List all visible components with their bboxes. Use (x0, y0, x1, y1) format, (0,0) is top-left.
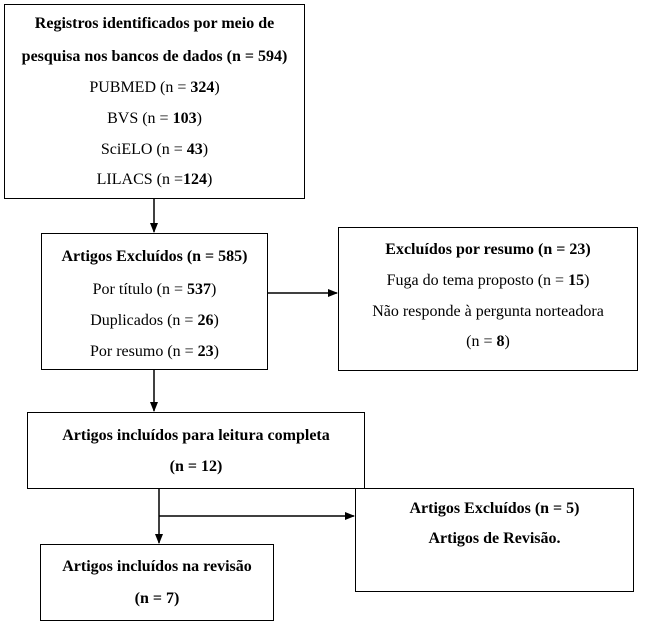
excluded-abstract-off-topic: Fuga do tema proposto (n = 15) (386, 272, 590, 289)
included-in-review-box: Artigos incluídos na revisão (n = 7) (40, 544, 274, 621)
excluded-abstract-title: Excluídos por resumo (n = 23) (385, 241, 591, 258)
identified-item-lilacs: LILACS (n =124) (96, 171, 213, 188)
identified-title-line1: Registros identificados por meio de (34, 15, 275, 32)
excluded-title: Artigos Excluídos (n = 585) (61, 248, 248, 265)
identified-title-line2: pesquisa nos bancos de dados (n = 594) (21, 48, 288, 65)
full-reading-box: Artigos incluídos para leitura completa … (27, 412, 365, 489)
excluded-articles-box: Artigos Excluídos (n = 585) Por título (… (41, 233, 268, 370)
full-reading-count: (n = 12) (169, 458, 223, 475)
excluded-item-abstract: Por resumo (n = 23) (89, 343, 219, 360)
identified-item-pubmed: PUBMED (n = 324) (89, 79, 220, 96)
excluded-review-title: Artigos Excluídos (n = 5) (409, 500, 580, 517)
included-review-count: (n = 7) (134, 590, 180, 607)
excluded-item-title: Por título (n = 537) (92, 281, 217, 298)
full-reading-line1: Artigos incluídos para leitura completa (62, 427, 330, 444)
included-review-line1: Artigos incluídos na revisão (62, 558, 252, 575)
excluded-by-abstract-box: Excluídos por resumo (n = 23) Fuga do te… (338, 227, 638, 371)
excluded-abstract-count: (n = 8) (466, 333, 510, 350)
excluded-review-reason: Artigos de Revisão. (428, 530, 561, 547)
excluded-item-duplicates: Duplicados (n = 26) (90, 312, 219, 329)
identified-records-box: Registros identificados por meio de pesq… (4, 4, 305, 199)
identified-item-scielo: SciELO (n = 43) (100, 141, 209, 158)
excluded-review-box: Artigos Excluídos (n = 5) Artigos de Rev… (355, 488, 634, 592)
identified-item-bvs: BVS (n = 103) (107, 110, 202, 127)
excluded-abstract-not-answering: Não responde à pergunta norteadora (372, 303, 604, 320)
